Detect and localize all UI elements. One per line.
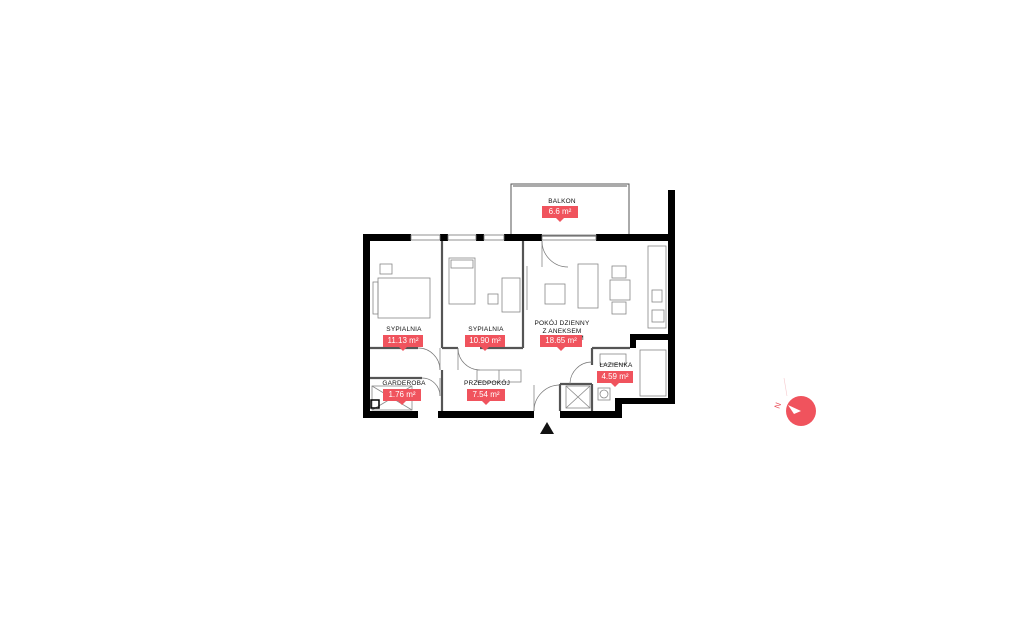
area-tag-balcony: 6.6 m² [542,206,578,222]
room-label-balcony: BALKON [548,198,576,205]
area-tag-bedroom-1: 11.13 m² [383,335,423,351]
room-label-bathroom: ŁAZIENKA [599,362,633,369]
area-tag-living-room: 18.65 m² [540,335,582,351]
area-tag-wardrobe: 1.76 m² [383,389,421,405]
room-label-bedroom-2: SYPIALNIA [468,326,504,333]
room-label-wardrobe: GARDEROBA [382,380,426,387]
furniture [370,245,667,411]
area-tag-bedroom-2: 10.90 m² [465,335,505,351]
north-arrow-icon [783,377,816,426]
area-tag-hallway: 7.54 m² [467,389,505,405]
doors [417,240,593,412]
area-tag-bathroom: 4.59 m² [597,371,633,387]
windows [410,234,597,241]
interior-walls [370,241,630,411]
outer-walls [363,190,675,418]
entrance-arrow-icon [540,422,554,434]
balcony [510,183,630,237]
room-label-hallway: PRZEDPOKÓJ [463,380,511,387]
room-label-bedroom-1: SYPIALNIA [386,326,422,333]
